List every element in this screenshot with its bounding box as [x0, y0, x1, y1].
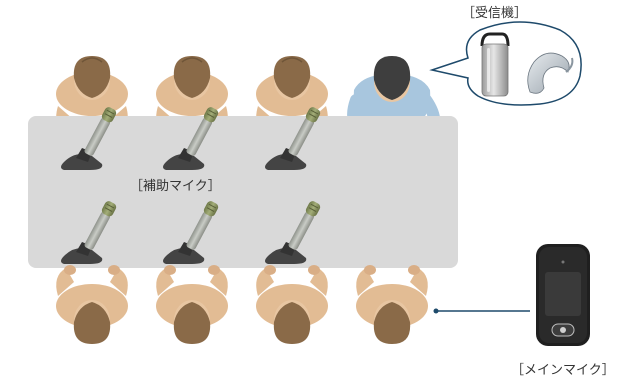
receiver-label: ［受信機］	[462, 6, 528, 21]
person-bottom-1	[56, 265, 128, 344]
person-bottom-4	[356, 265, 428, 344]
main-mic-label: ［メインマイク］	[511, 363, 615, 378]
hearing-aid-icon	[527, 52, 574, 94]
receiver-device-icon	[480, 32, 510, 97]
auxiliary-mic-label: ［補助マイク］	[130, 179, 221, 194]
main-microphone-device-icon	[536, 244, 590, 346]
person-bottom-2	[156, 265, 228, 344]
main-mic-connector	[433, 308, 530, 314]
person-bottom-3	[256, 265, 328, 344]
meeting-table	[28, 116, 458, 268]
